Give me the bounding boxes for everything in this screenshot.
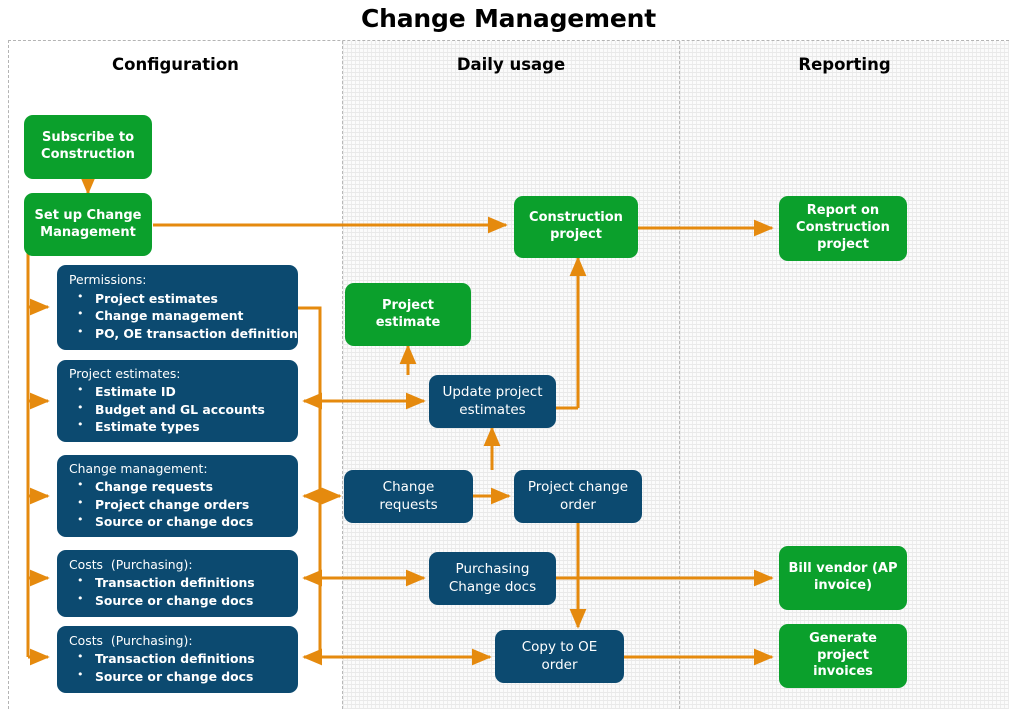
node-costs-purchasing-2-header: Costs (Purchasing): [69, 632, 193, 648]
node-project-estimates[interactable]: Project estimates: Estimate ID Budget an… [57, 360, 298, 442]
node-costs-purchasing-1-header: Costs (Purchasing): [69, 556, 193, 572]
list-item: Estimate types [73, 418, 265, 435]
node-project-estimates-list: Estimate ID Budget and GL accounts Estim… [69, 383, 265, 436]
list-item: PO, OE transaction definitions [73, 325, 305, 342]
node-costs-purchasing-1-list: Transaction definitions Source or change… [69, 574, 255, 609]
node-costs-purchasing-1[interactable]: Costs (Purchasing): Transaction definiti… [57, 550, 298, 617]
list-item: Budget and GL accounts [73, 401, 265, 418]
list-item: Project estimates [73, 290, 305, 307]
node-change-requests[interactable]: Change requests [344, 470, 473, 523]
node-permissions[interactable]: Permissions: Project estimates Change ma… [57, 265, 305, 350]
list-item: Estimate ID [73, 383, 265, 400]
node-permissions-list: Project estimates Change management PO, … [69, 289, 305, 342]
lane-configuration: Configuration [9, 41, 342, 709]
node-change-management-list: Change requests Project change orders So… [69, 478, 253, 531]
list-item: Transaction definitions [73, 574, 255, 591]
page-title: Change Management [361, 4, 656, 33]
lane-title-configuration: Configuration [112, 55, 239, 74]
list-item: Change requests [73, 478, 253, 495]
list-item: Project change orders [73, 496, 253, 513]
list-item: Source or change docs [73, 513, 253, 530]
list-item: Transaction definitions [73, 650, 255, 667]
node-permissions-header: Permissions: [69, 272, 147, 287]
node-change-management-header: Change management: [69, 460, 208, 476]
list-item: Change management [73, 307, 305, 324]
list-item: Source or change docs [73, 668, 255, 685]
lane-title-daily-usage: Daily usage [456, 55, 566, 74]
node-project-estimates-header: Project estimates: [69, 365, 181, 381]
node-copy-to-oe-order[interactable]: Copy to OE order [495, 630, 624, 683]
node-costs-purchasing-2[interactable]: Costs (Purchasing): Transaction definiti… [57, 626, 298, 693]
list-item: Source or change docs [73, 592, 255, 609]
node-change-management-config[interactable]: Change management: Change requests Proje… [57, 455, 298, 537]
node-costs-purchasing-2-list: Transaction definitions Source or change… [69, 650, 255, 685]
lane-title-reporting: Reporting [798, 55, 891, 74]
